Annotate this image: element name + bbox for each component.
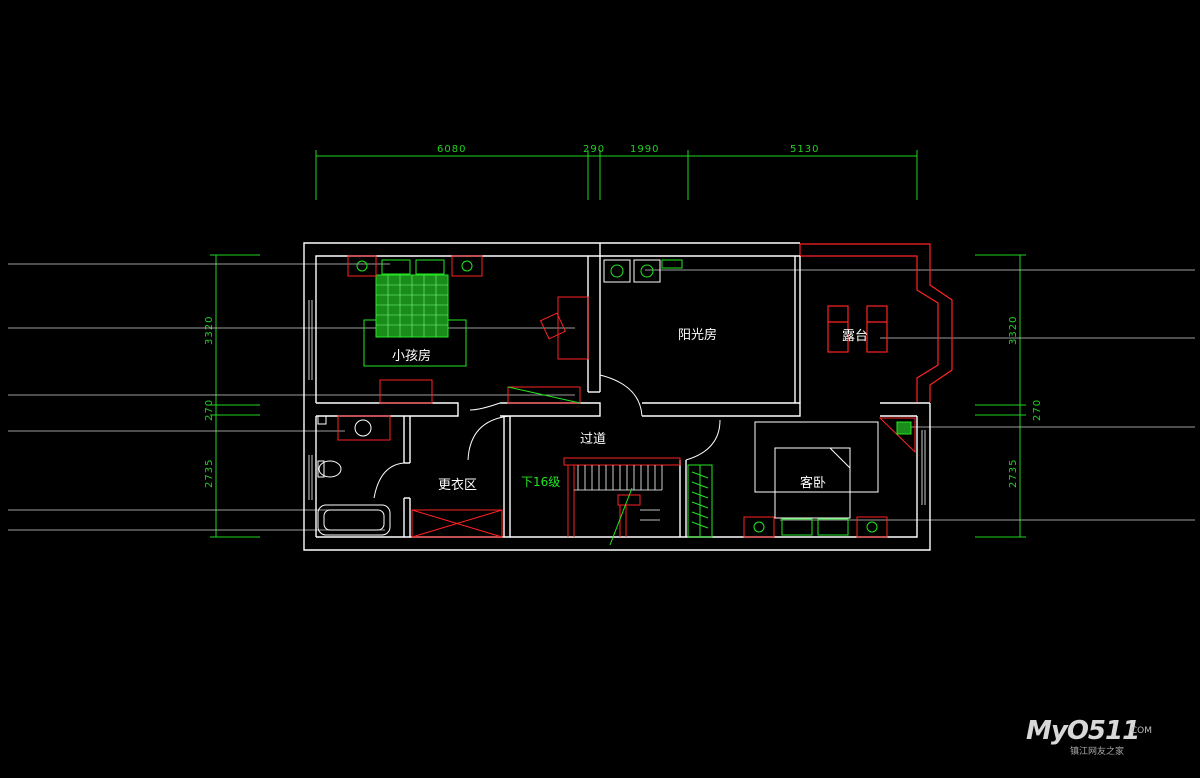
dim-top-1: 6080 (437, 144, 466, 155)
windows (308, 300, 926, 505)
dim-right-1: 3320 (1008, 316, 1019, 345)
guest-nightstands (743, 516, 888, 538)
dim-left-1: 3320 (204, 316, 215, 345)
kids-room-cabinets (379, 379, 581, 404)
room-label-sun: 阳光房 (678, 327, 717, 343)
staircase (563, 457, 681, 537)
bathroom-fixtures (317, 415, 391, 536)
room-label-guest: 客卧 (800, 475, 826, 491)
dimension-right (975, 254, 1026, 538)
watermark-subtitle: 镇江网友之家 (1070, 747, 1125, 757)
room-label-balcony: 露台 (842, 329, 868, 344)
room-label-corridor: 过道 (580, 432, 606, 447)
guest-bed (754, 421, 879, 519)
desk-chair (539, 296, 589, 360)
dim-right-2: 270 (1032, 399, 1043, 421)
stair-note: 下16级 (521, 475, 560, 489)
stair-treads (574, 465, 663, 521)
corner-chair (878, 417, 916, 454)
dim-top-3: 1990 (630, 144, 659, 155)
dressing-wardrobe (411, 509, 503, 538)
dimension-top (315, 150, 918, 200)
room-label-kids: 小孩房 (392, 348, 431, 364)
watermark-suffix: .COM (1128, 726, 1152, 736)
dimension-left (210, 254, 260, 538)
nightstands (347, 255, 483, 277)
double-bed (363, 259, 467, 367)
balcony-chairs (827, 305, 888, 353)
stair-arrow (609, 487, 633, 546)
wardrobe-hangers (687, 464, 713, 538)
dim-left-2: 270 (204, 399, 215, 421)
dim-right-3: 2735 (1008, 459, 1019, 488)
leader-lines (8, 263, 1195, 531)
watermark-logo-text: MyO511 (1026, 716, 1140, 746)
dim-top-2: 290 (583, 144, 605, 155)
room-label-dressing: 更衣区 (438, 477, 477, 493)
dim-top-4: 5130 (790, 144, 819, 155)
dim-left-3: 2735 (204, 459, 215, 488)
watermark-logo: MyO511 .COM 镇江网友之家 (1026, 716, 1166, 757)
washing-machines (603, 259, 683, 283)
balcony-outline (799, 243, 953, 402)
doors (373, 374, 721, 499)
